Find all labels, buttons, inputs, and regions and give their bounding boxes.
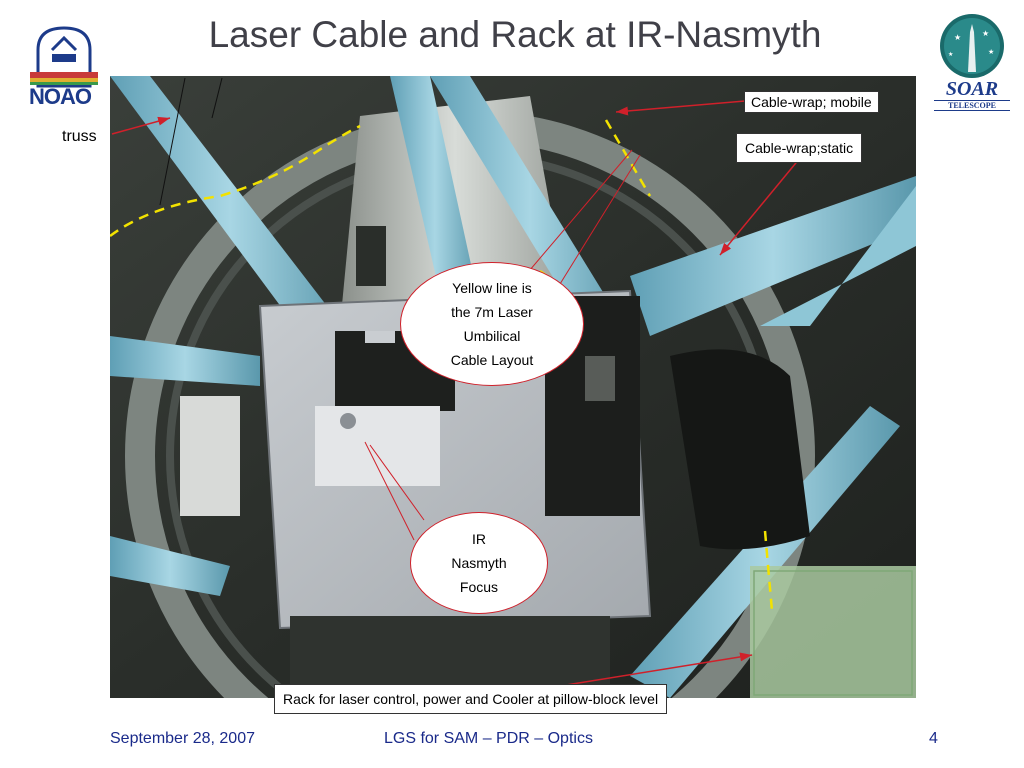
yellow-line-callout-line-2: the 7m Laser [451, 304, 533, 320]
rack-label: Rack for laser control, power and Cooler… [274, 684, 668, 714]
svg-text:★: ★ [948, 51, 953, 58]
soar-logo-text: SOAR [945, 78, 999, 100]
noao-logo [8, 14, 110, 116]
slide-title: Laser Cable and Rack at IR-Nasmyth [208, 14, 822, 55]
soar-logo: ★ ★ ★ ★ [932, 12, 1012, 122]
svg-text:★: ★ [954, 33, 961, 42]
soar-logo-subtext: TELESCOPE [934, 100, 1010, 111]
yellow-line-callout-line-1: Yellow line is [452, 280, 532, 296]
truss-label: truss [56, 124, 103, 150]
ir-callout-line-1: IR [471, 531, 486, 547]
footer-page-number: 4 [929, 730, 938, 747]
footer-date: September 28, 2007 [110, 730, 255, 747]
ir-callout-line-2: Nasmyth [451, 555, 507, 571]
ir-callout-line-3: Focus [459, 579, 499, 595]
ir-nasmyth-callout: IR Nasmyth Focus [410, 512, 548, 614]
cable-wrap-mobile-label: Cable-wrap; mobile [744, 91, 879, 113]
yellow-line-callout: Yellow line is the 7m Laser Umbilical Ca… [400, 262, 584, 386]
yellow-line-callout-line-4: Cable Layout [450, 352, 534, 368]
cable-wrap-static-label: Cable-wrap;static [736, 133, 863, 163]
svg-text:★: ★ [982, 29, 989, 38]
footer-event: LGS for SAM – PDR – Optics [384, 730, 593, 747]
svg-text:★: ★ [988, 48, 994, 56]
yellow-line-callout-line-3: Umbilical [463, 328, 521, 344]
noao-logo-text: NOAO [29, 84, 92, 109]
